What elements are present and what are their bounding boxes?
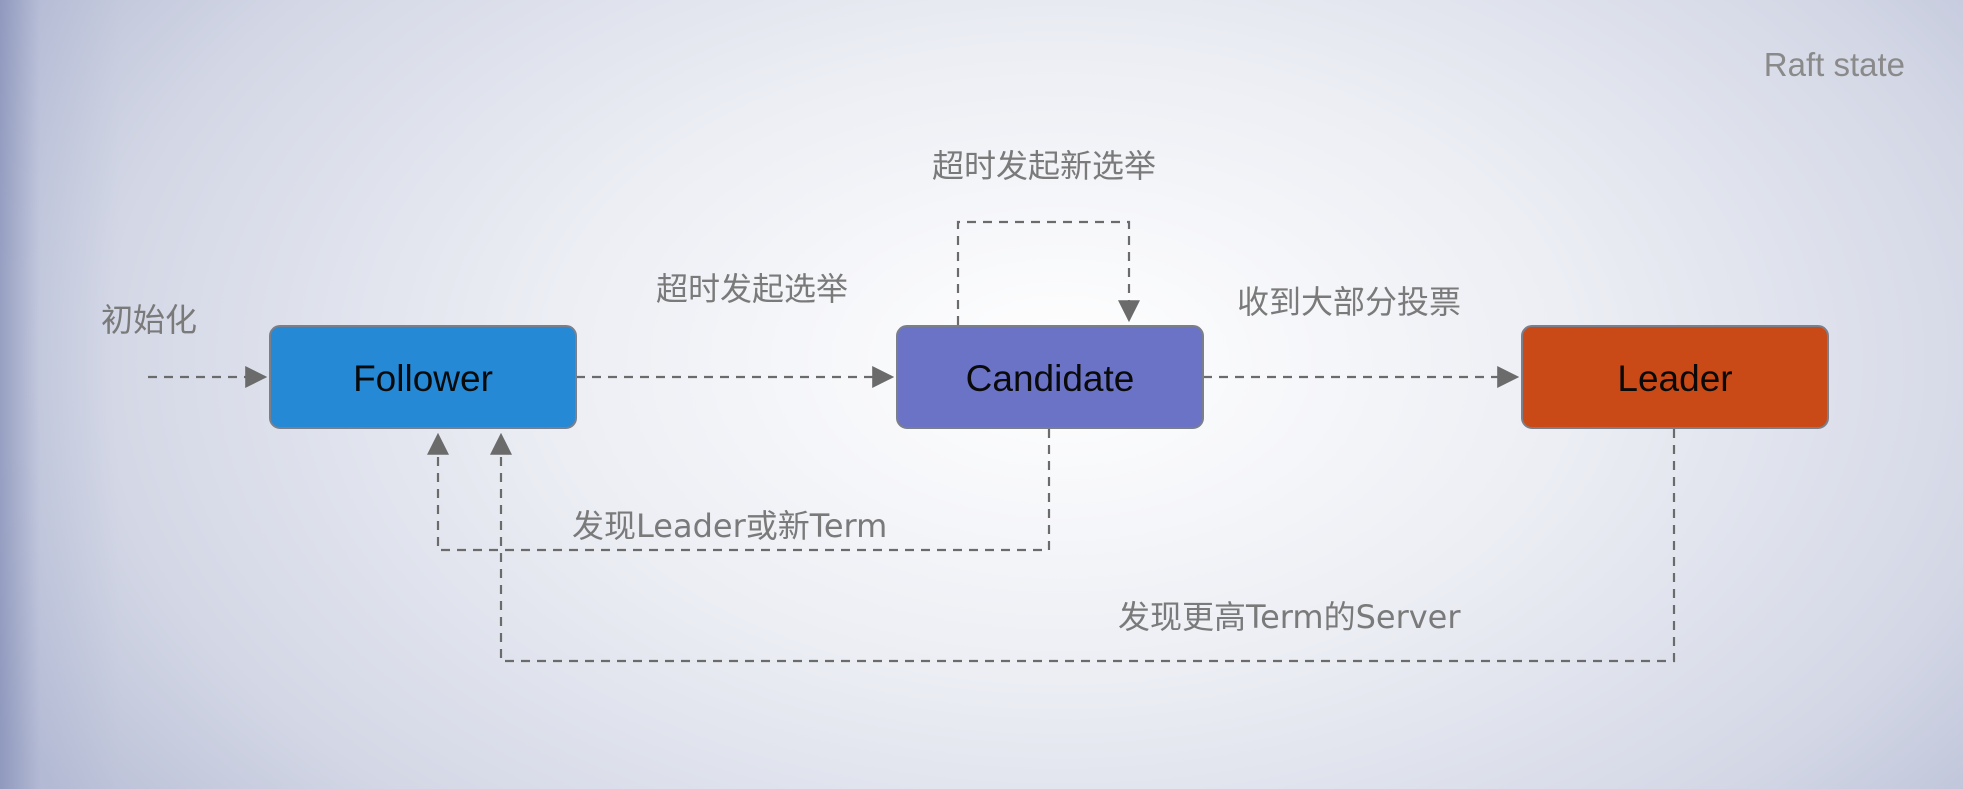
node-candidate-box [896, 325, 1204, 429]
edge-label-timeout-new-election: 超时发起新选举 [932, 147, 1156, 185]
edge-label-majority-votes: 收到大部分投票 [1237, 283, 1461, 321]
edge-label-init: 初始化 [101, 301, 197, 339]
edge-leader-to-follower [490, 429, 1676, 663]
diagram-title: Raft state [1764, 46, 1905, 83]
edge-candidate-to-follower [427, 429, 1051, 552]
edge-label-found-leader-or-term: 发现Leader或新Term [572, 507, 887, 545]
node-leader: Leader [1521, 325, 1829, 429]
node-follower-box [269, 325, 577, 429]
node-leader-label: Leader [1617, 358, 1732, 399]
node-follower-label: Follower [353, 358, 493, 399]
edge-candidate-self-loop [956, 220, 1140, 325]
edge-label-found-higher-term: 发现更高Term的Server [1118, 598, 1461, 636]
node-candidate-label: Candidate [966, 358, 1135, 399]
node-follower: Follower [269, 325, 577, 429]
node-candidate: Candidate [896, 325, 1204, 429]
node-leader-box [1521, 325, 1829, 429]
edge-label-timeout-election: 超时发起选举 [656, 270, 848, 308]
